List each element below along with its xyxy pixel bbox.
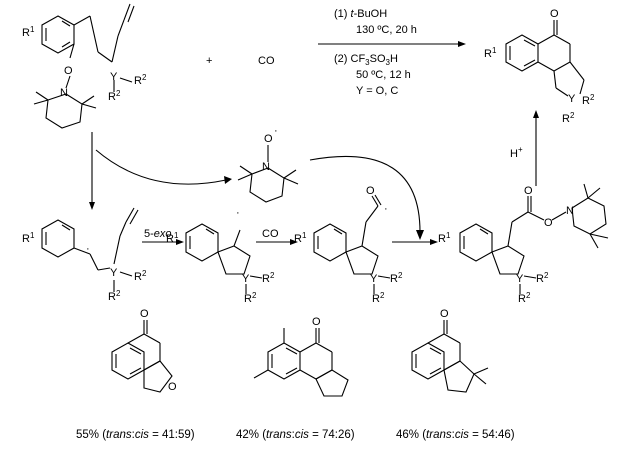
radC-y: Y <box>370 273 378 285</box>
co-reagent: CO <box>258 55 275 67</box>
radC-r2: R2 <box>390 271 403 285</box>
oxygen-label: O <box>64 65 73 77</box>
benzylic-radical: R1 · Y R2 R2 <box>22 207 147 303</box>
ex2-ketone-o: O <box>312 316 321 328</box>
adduct-ester-o: O <box>544 217 553 229</box>
ex3-ketone-o: O <box>440 308 449 320</box>
step1-line: (1) t-BuOH <box>334 8 387 20</box>
radC-r2-lower: R2 <box>372 291 385 305</box>
adduct-r2-lower: R2 <box>518 291 531 305</box>
product-r2: R2 <box>582 93 595 107</box>
radA-r2-lower: R2 <box>108 289 121 303</box>
radC-o: O <box>366 185 375 197</box>
example-1: O O <box>111 308 177 393</box>
step2-line: (2) CF3SO3H <box>334 53 398 67</box>
tempo-radical: O N · <box>237 125 299 203</box>
step2-conditions: 50 ºC, 12 h <box>356 69 411 81</box>
homolysis-arrowhead <box>89 202 95 210</box>
starting-material: R1 Y R2 R2 O N <box>22 3 147 129</box>
cyclization-arrowhead <box>176 239 184 245</box>
tempo-o: O <box>264 133 273 145</box>
adduct-r1: R1 <box>438 231 451 245</box>
nitrogen-label: N <box>60 87 68 99</box>
radA-r1: R1 <box>22 231 35 245</box>
co-step-label: CO <box>262 228 279 240</box>
ex1-ring-o: O <box>168 381 177 393</box>
acyl-radical: R1 O · Y R2 R2 <box>294 185 403 305</box>
adduct-carbonyl-o: O <box>524 185 533 197</box>
plus-sign: + <box>206 55 212 67</box>
adduct-r2: R2 <box>536 271 549 285</box>
yield-example-1: 55% (trans:cis = 41:59) <box>76 429 195 441</box>
radB-r1: R1 <box>166 231 179 245</box>
radC-r1: R1 <box>294 231 307 245</box>
product-r2-lower: R2 <box>562 111 575 125</box>
tempo-dot: · <box>274 125 278 137</box>
radA-dot: · <box>86 243 90 255</box>
carbonylation-arrowhead <box>290 239 298 245</box>
h-plus-label: H+ <box>510 145 523 160</box>
y-label: Y <box>110 71 118 83</box>
y-definition: Y = O, C <box>356 85 398 97</box>
ex1-ketone-o: O <box>140 308 149 320</box>
cyclized-radical: R1 · Y R2 R2 <box>166 207 275 305</box>
product-structure: O R1 Y R2 R2 <box>484 8 595 125</box>
example-2: O <box>253 316 349 397</box>
five-exo-label: 5-exo <box>144 228 172 240</box>
r2-label: R2 <box>134 73 147 87</box>
radB-y: Y <box>242 273 250 285</box>
step1-conditions: 130 ºC, 20 h <box>356 24 417 36</box>
tempo-trap-arrowhead <box>416 230 424 240</box>
radB-r2-lower: R2 <box>244 291 257 305</box>
r2-label-lower: R2 <box>108 89 121 103</box>
radB-r2: R2 <box>262 271 275 285</box>
main-reaction-arrowhead <box>458 41 466 47</box>
tempo-release-arrowhead <box>224 176 232 184</box>
radB-dot: · <box>236 207 240 219</box>
product-ketone-o: O <box>550 8 559 20</box>
radC-dot: · <box>384 203 388 215</box>
acid-arrowhead <box>533 110 539 118</box>
product-r1: R1 <box>484 46 497 60</box>
adduct-n: N <box>566 205 574 217</box>
adduct-y: Y <box>516 273 524 285</box>
trapping-arrowhead <box>430 239 438 245</box>
tempo-trap-arrow <box>309 156 421 233</box>
product-y: Y <box>568 93 576 105</box>
radA-r2: R2 <box>134 269 147 283</box>
radA-y: Y <box>110 267 118 279</box>
conditions-block: (1) t-BuOH 130 ºC, 20 h (2) CF3SO3H 50 º… <box>318 8 466 97</box>
tempo-release-arrow <box>95 149 227 185</box>
yield-example-2: 42% (trans:cis = 74:26) <box>236 429 355 441</box>
tempo-n: N <box>262 161 270 173</box>
r1-label: R1 <box>22 25 35 39</box>
tempo-adduct: R1 O O N Y R2 R2 <box>438 183 609 305</box>
example-3: O <box>411 308 489 393</box>
yield-example-3: 46% (trans:cis = 54:46) <box>396 429 515 441</box>
